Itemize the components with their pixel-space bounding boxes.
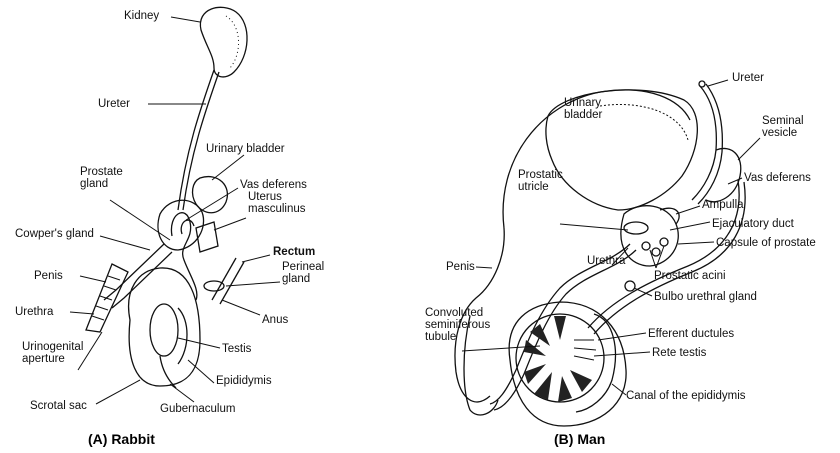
rabbit-urethra-shape-2 xyxy=(111,251,173,309)
rabbit-rectum-shape-2 xyxy=(219,261,245,305)
rabbit-kidney-shape xyxy=(199,6,248,78)
man-label-bulbourethral-gland: Bulbo urethral gland xyxy=(654,291,757,303)
rabbit-kidney-shading xyxy=(225,15,240,69)
man-label-rete-testis: Rete testis xyxy=(652,347,707,359)
rabbit-label-kidney: Kidney xyxy=(124,10,159,22)
rabbit-leader-lines xyxy=(69,16,281,405)
man-penis-shape xyxy=(463,315,499,416)
rabbit-label-ureter: Ureter xyxy=(98,98,130,110)
rabbit-vas-deferens-shape-2 xyxy=(180,219,195,235)
rabbit-label-rectum: Rectum xyxy=(273,246,315,258)
rabbit-ureter-shape xyxy=(177,69,215,211)
man-prostatic-utricle-shape xyxy=(623,221,649,235)
man-ureter-end xyxy=(698,80,706,88)
man-prostate-shape xyxy=(620,205,679,267)
man-label-canal-of-epididymis: Canal of the epididymis xyxy=(626,390,746,402)
man-caption: (B) Man xyxy=(554,431,605,447)
rabbit-vas-deferens-shape xyxy=(170,212,198,301)
man-label-efferent-ductules: Efferent ductules xyxy=(648,328,734,340)
man-label-prostatic-acini: Prostatic acini xyxy=(654,270,726,282)
rabbit-bladder-shape xyxy=(191,176,228,214)
man-label-capsule-of-prostate: Capsule of prostate xyxy=(716,237,816,249)
rabbit-label-cowpers-gland: Cowper's gland xyxy=(15,228,94,240)
rabbit-rectum-shape xyxy=(211,257,237,301)
rabbit-prostate-shape xyxy=(157,199,205,251)
man-epididymis-shape xyxy=(575,313,617,413)
man-scrotum-shape xyxy=(508,301,627,427)
man-label-penis: Penis xyxy=(446,261,475,273)
rabbit-scrotal-sac-shape xyxy=(128,267,201,387)
man-label-ampulla: Ampulla xyxy=(702,199,744,211)
rabbit-label-testis: Testis xyxy=(222,343,252,355)
rabbit-label-scrotal-sac: Scrotal sac xyxy=(30,400,87,412)
rabbit-epididymis-shape xyxy=(177,307,188,365)
rabbit-label-anus: Anus xyxy=(262,314,288,326)
rabbit-label-gubernaculum: Gubernaculum xyxy=(160,403,235,415)
rabbit-perineal-gland-shape xyxy=(203,280,225,292)
man-label-urethra: Urethra xyxy=(587,255,626,267)
rabbit-label-urinary-bladder: Urinary bladder xyxy=(206,143,285,155)
man-bladder-shape xyxy=(545,89,698,211)
man-urethra-shape xyxy=(489,243,631,405)
man-bladder-shading xyxy=(599,104,689,141)
rabbit-testis-shape xyxy=(149,303,179,357)
man-abdomen-outline xyxy=(454,227,505,403)
rabbit-label-vas-deferens: Vas deferens xyxy=(240,179,307,191)
man-testis-shape xyxy=(515,313,605,403)
man-vas-deferens-shape-2 xyxy=(593,181,746,335)
man-label-ejaculatory-duct: Ejaculatory duct xyxy=(712,218,795,230)
man-rete-testis-shape xyxy=(573,339,597,361)
rabbit-uterus-masculinus-shape xyxy=(195,221,219,253)
rabbit-caption: (A) Rabbit xyxy=(88,431,155,447)
rabbit-penis-hatching xyxy=(91,275,121,321)
rabbit-label-epididymis: Epididymis xyxy=(216,375,272,387)
rabbit-urethra-shape xyxy=(103,243,165,301)
rabbit-ureter-shape-2 xyxy=(182,71,220,211)
rabbit-label-penis: Penis xyxy=(34,270,63,282)
man-seminal-vesicle-shape xyxy=(705,147,742,203)
man-label-vas-deferens: Vas deferens xyxy=(744,172,811,184)
man-bulbourethral-gland-shape xyxy=(624,280,636,292)
man-leader-lines xyxy=(461,79,761,396)
man-body-outline xyxy=(502,89,691,229)
rabbit-penis-shape xyxy=(85,263,129,333)
man-vas-deferens-shape xyxy=(587,179,740,329)
man-seminiferous-lobules xyxy=(524,316,592,402)
man-ampulla-shape xyxy=(659,207,680,225)
rabbit-label-urethra: Urethra xyxy=(15,306,54,318)
man-urethra-shape-2 xyxy=(493,249,637,411)
rabbit-gubernaculum-shape xyxy=(159,355,177,389)
man-label-ureter: Ureter xyxy=(732,72,764,84)
man-ureter-shape-2 xyxy=(697,83,724,205)
